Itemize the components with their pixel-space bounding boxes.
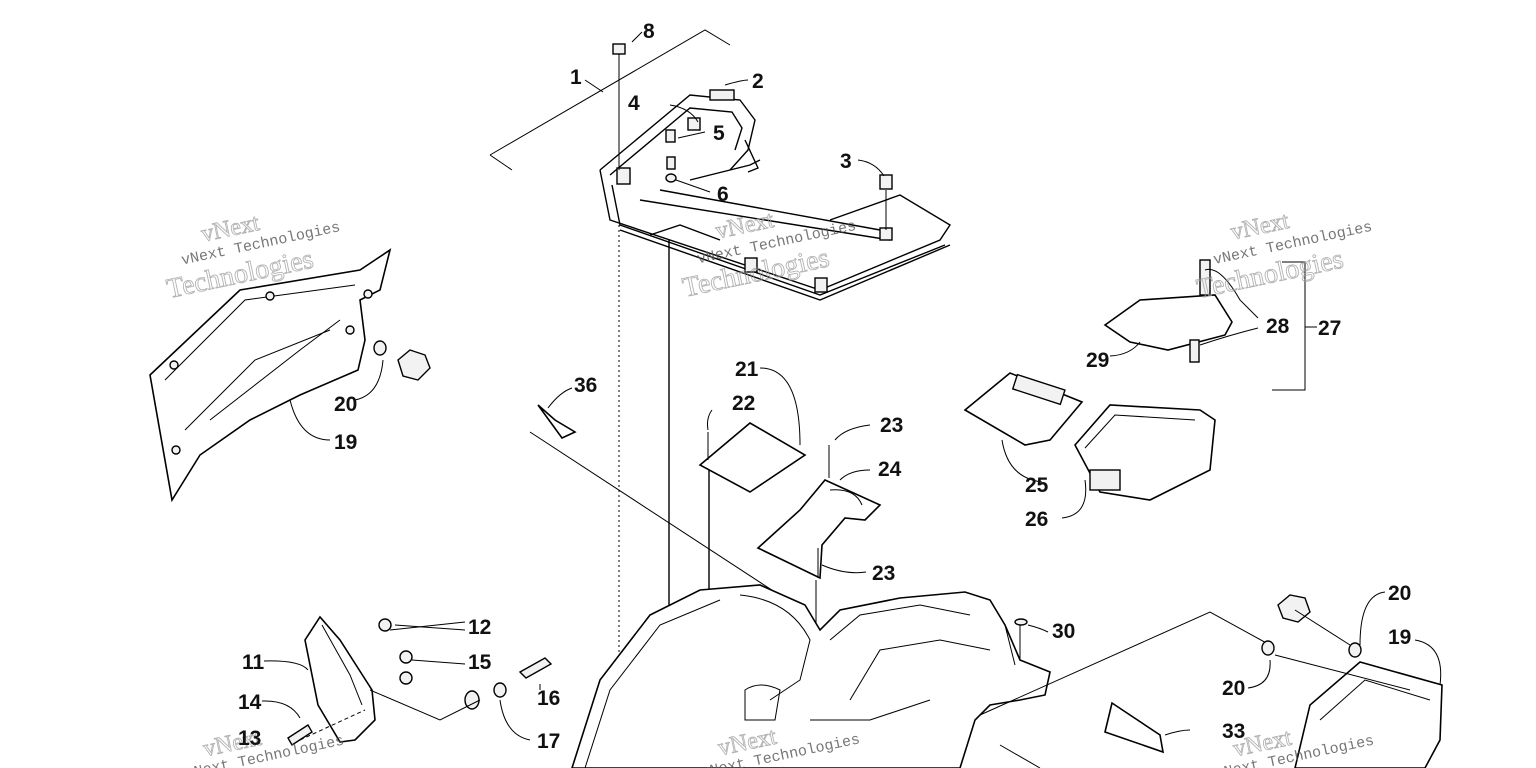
part-label-4: 4 — [628, 92, 640, 115]
part-label-8: 8 — [643, 20, 655, 43]
part-label-19a: 19 — [334, 431, 357, 454]
taillight-group — [261, 615, 553, 746]
part-label-29: 29 — [1086, 349, 1109, 372]
part-label-16: 16 — [537, 687, 560, 710]
part-label-6: 6 — [717, 183, 729, 206]
part-label-11: 11 — [242, 651, 265, 674]
part-label-36: 36 — [574, 374, 597, 397]
part-labels: 8 1 2 4 5 3 6 28 27 29 21 36 20 22 23 19… — [238, 20, 1411, 753]
part-label-3: 3 — [840, 150, 852, 173]
part-label-25: 25 — [1025, 474, 1049, 497]
box-lid — [1103, 259, 1317, 391]
part-label-20c: 20 — [1222, 677, 1245, 700]
rear-rack-assembly — [489, 29, 951, 301]
part-label-20b: 20 — [1388, 582, 1411, 605]
part-label-20a: 20 — [334, 393, 357, 416]
part-label-1: 1 — [570, 66, 582, 89]
storage-box — [963, 372, 1216, 519]
part-label-21: 21 — [735, 358, 759, 381]
part-label-23b: 23 — [872, 562, 895, 585]
part-label-5: 5 — [713, 122, 725, 145]
main-fender — [571, 584, 1271, 768]
part-label-2: 2 — [752, 70, 764, 93]
part-label-23a: 23 — [880, 414, 903, 437]
part-label-33: 33 — [1222, 720, 1245, 743]
part-label-28: 28 — [1266, 315, 1290, 338]
decal-36 — [529, 387, 811, 616]
part-label-13: 13 — [238, 727, 261, 750]
part-label-14: 14 — [238, 691, 262, 714]
cover-plates — [698, 367, 882, 580]
part-label-24: 24 — [878, 458, 902, 481]
left-side-panel — [149, 248, 431, 503]
part-label-17: 17 — [537, 730, 560, 753]
part-label-19b: 19 — [1388, 626, 1411, 649]
part-label-22: 22 — [732, 392, 755, 415]
part-label-27: 27 — [1318, 317, 1341, 340]
right-side-panel — [1104, 591, 1443, 768]
part-label-15: 15 — [468, 651, 492, 674]
part-label-30: 30 — [1052, 620, 1075, 643]
part-label-26: 26 — [1025, 508, 1048, 531]
part-label-12: 12 — [468, 616, 491, 639]
